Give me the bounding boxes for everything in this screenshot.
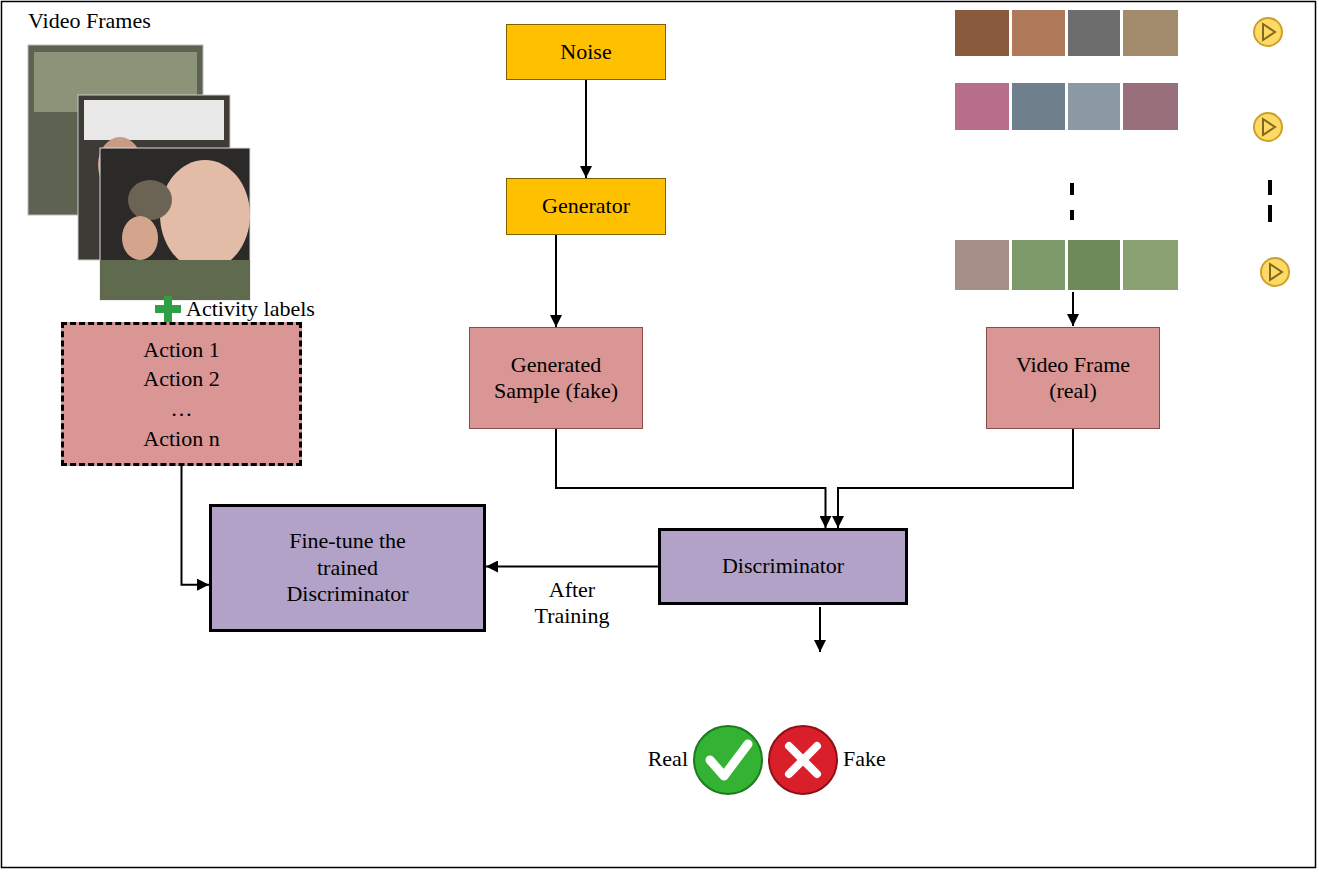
annotation-label: Activity labels [186, 296, 315, 322]
fake-icon [769, 726, 837, 794]
flow-arrow [838, 429, 1073, 528]
video-frame-image [122, 216, 158, 260]
node-text: Action 2 [143, 364, 219, 394]
video-thumbnail [1123, 240, 1178, 290]
node-text: Action 1 [143, 335, 219, 365]
node-text: Generator [542, 193, 630, 219]
figure-label: Video Frames [28, 8, 151, 34]
video-thumbnail [1068, 10, 1120, 56]
node-text: Discriminator [722, 553, 844, 579]
sample-box: Video Frame (real) [986, 327, 1160, 429]
generator-box: Generator [506, 178, 666, 235]
video-thumbnail [955, 83, 1009, 130]
video-thumbnail [955, 10, 1009, 56]
video-thumbnail [1012, 10, 1065, 56]
cross-mark [789, 746, 817, 774]
play-icon [1270, 264, 1282, 280]
input-arrow [1072, 292, 1074, 326]
sample-box: Generated Sample (fake) [469, 327, 643, 429]
play-icon [1263, 119, 1275, 135]
video-thumbnail [1068, 240, 1120, 290]
play-icon [1261, 258, 1289, 286]
video-frame-image [84, 100, 224, 140]
thumbnail-grid [955, 10, 1178, 290]
real-icon [694, 726, 762, 794]
flow-arrow [486, 566, 658, 568]
node-text: … [171, 394, 193, 424]
node-text: Generated Sample (fake) [481, 352, 631, 405]
play-icon [1263, 24, 1275, 40]
output-arrow [819, 607, 821, 652]
node-text: Video Frame (real) [998, 352, 1148, 405]
edge-label: After Training [513, 577, 632, 630]
output-label: Real [648, 746, 688, 772]
video-thumbnail [955, 240, 1009, 290]
video-thumbnail [1012, 83, 1065, 130]
plus-symbol [164, 296, 172, 322]
video-thumbnail [1123, 10, 1178, 56]
ellipsis-dash [1268, 205, 1272, 222]
play-icon [1254, 18, 1282, 46]
ellipsis-dash [1070, 183, 1074, 195]
flow-arrow [182, 466, 210, 585]
video-frame-image [160, 160, 250, 270]
play-icon [1254, 113, 1282, 141]
node-text: Fine-tune the trained Discriminator [268, 528, 428, 607]
video-frame-image [128, 180, 172, 220]
label-list-box: Action 1Action 2…Action n [61, 322, 302, 466]
video-thumbnail [1123, 83, 1178, 130]
node-text: Noise [560, 39, 611, 65]
video-frame-image [100, 148, 250, 300]
video-thumbnail [1012, 240, 1065, 290]
video-thumbnail [1068, 83, 1120, 130]
output-label: Fake [843, 746, 886, 772]
ellipsis-dash [1268, 180, 1272, 195]
flow-arrow [556, 429, 826, 528]
ellipsis-dash [1070, 210, 1074, 220]
flow-arrow [585, 80, 587, 178]
check-mark [710, 744, 748, 776]
flow-arrow [555, 235, 557, 327]
discriminator-box: Discriminator [658, 528, 908, 605]
frame-border [2, 2, 1316, 868]
video-frame-image [100, 260, 250, 300]
node-text: Action n [143, 424, 219, 454]
input-box: Noise [506, 24, 666, 80]
process-box: Fine-tune the trained Discriminator [209, 504, 486, 632]
